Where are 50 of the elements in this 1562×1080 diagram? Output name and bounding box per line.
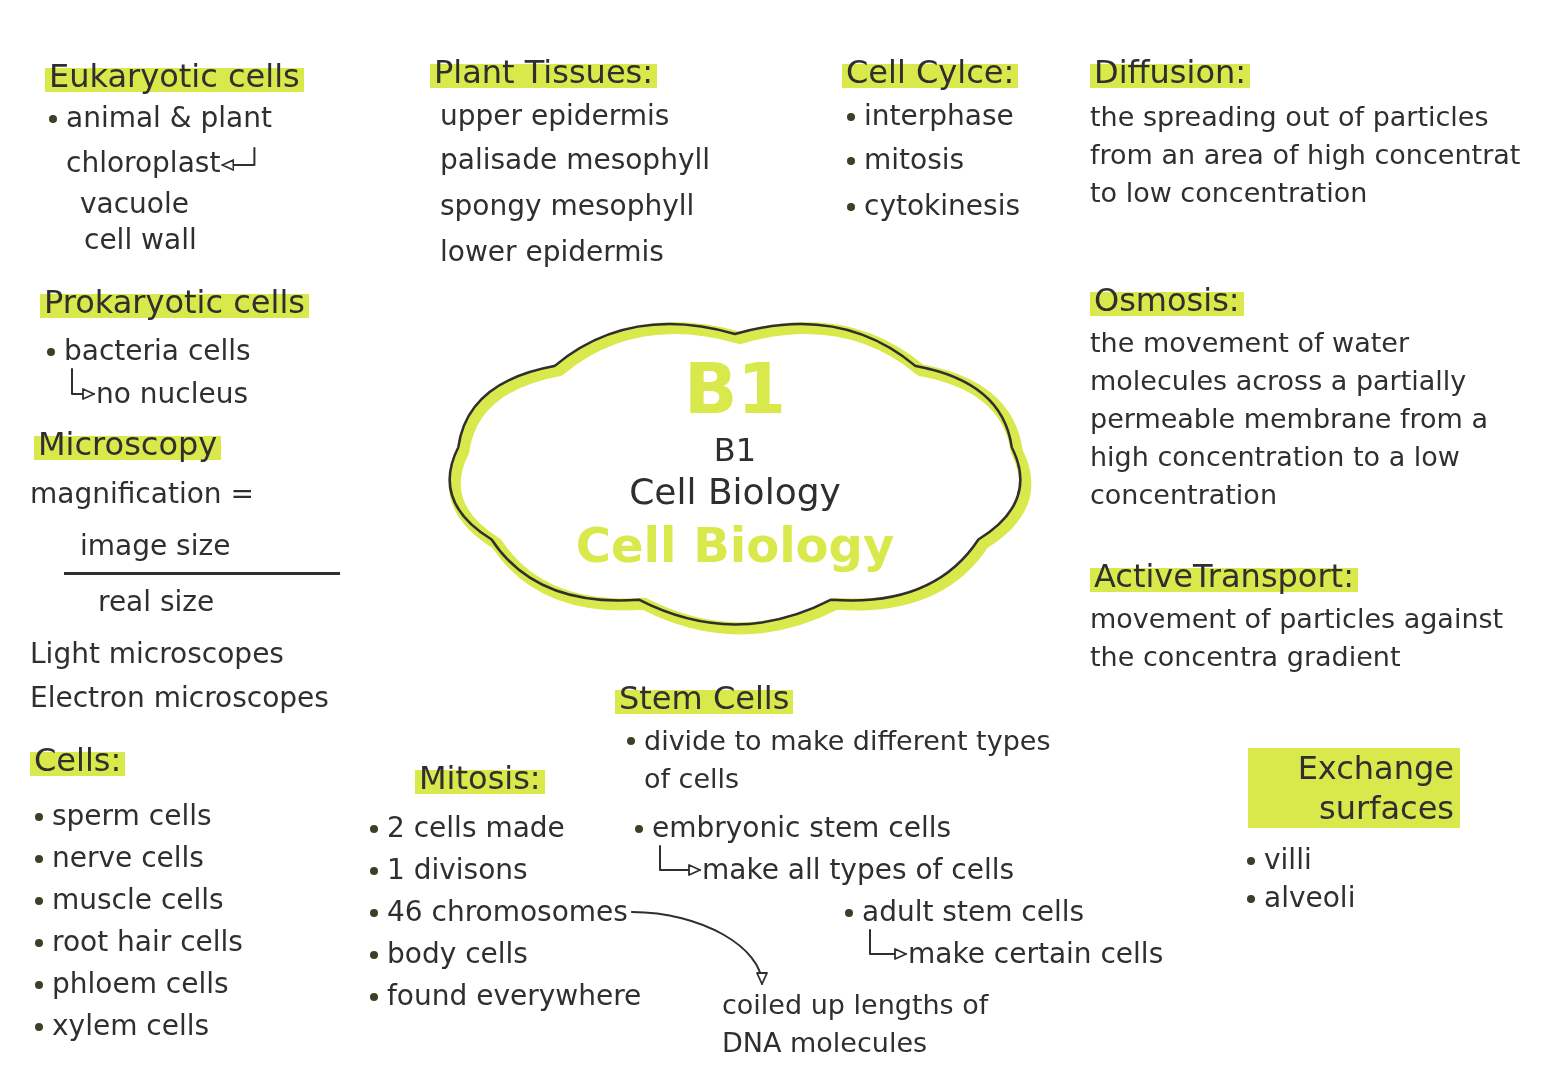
- highlighter-lettering: B1: [683, 350, 787, 428]
- arrow: [221, 147, 256, 171]
- note-text: 46 chromosomes: [387, 894, 628, 930]
- note-text: upper epidermis: [440, 98, 670, 134]
- note-text: muscle cells: [52, 882, 224, 918]
- section-heading: Exchange surfaces: [1248, 748, 1460, 828]
- note-text: animal & plant: [66, 100, 272, 136]
- note-text: magnification =: [30, 476, 254, 512]
- note-text: alveoli: [1264, 880, 1356, 916]
- note-text: palisade mesophyll: [440, 142, 710, 178]
- note-text: Light microscopes: [30, 636, 284, 672]
- title-text: B1: [713, 432, 757, 468]
- note-text: make all types of cells: [702, 852, 1015, 888]
- formula-text: image size: [80, 528, 231, 564]
- note-text: spongy mesophyll: [440, 188, 695, 224]
- note-text: no nucleus: [96, 376, 248, 412]
- note-text: adult stem cells: [862, 894, 1085, 930]
- note-text: embryonic stem cells: [652, 810, 952, 846]
- arrow: [659, 845, 701, 876]
- note-text: Electron microscopes: [30, 680, 329, 716]
- note-text: interphase: [864, 98, 1014, 134]
- arrow: [630, 911, 767, 985]
- note-text: xylem cells: [52, 1008, 210, 1044]
- title-text: Cell Biology: [629, 472, 841, 512]
- note-text: real size: [98, 584, 215, 620]
- note-text: body cells: [387, 936, 528, 972]
- note-text: 2 cells made: [387, 810, 565, 846]
- arrow: [869, 929, 907, 960]
- note-text: villi: [1264, 842, 1312, 878]
- note-text: chloroplast: [66, 145, 221, 181]
- note-paragraph: divide to make different types of cells: [644, 724, 1052, 796]
- note-text: vacuole: [80, 186, 189, 222]
- note-paragraph: coiled up lengths of DNA molecules: [722, 986, 1022, 1062]
- arrow: [71, 368, 95, 400]
- note-paragraph: the spreading out of particles from an area of high concentrat to low concentration: [1090, 100, 1522, 210]
- note-text: make certain cells: [908, 936, 1164, 972]
- note-text: root hair cells: [52, 924, 243, 960]
- note-text: nerve cells: [52, 840, 204, 876]
- note-text: found everywhere: [387, 978, 642, 1014]
- note-text: phloem cells: [52, 966, 229, 1002]
- note-text: cytokinesis: [864, 188, 1020, 224]
- note-text: sperm cells: [52, 798, 212, 834]
- note-text: bacteria cells: [64, 333, 251, 369]
- highlighter-lettering: Cell Biology: [575, 518, 895, 572]
- note-text: 1 divisons: [387, 852, 528, 888]
- note-paragraph: the movement of water molecules across a partially permeable membrane from a high concentration to a low concentration: [1090, 326, 1489, 512]
- note-text: cell wall: [84, 222, 197, 258]
- note-text: mitosis: [864, 142, 965, 178]
- note-paragraph: movement of particles against the concentra gradient: [1090, 602, 1505, 674]
- note-text: lower epidermis: [440, 234, 664, 270]
